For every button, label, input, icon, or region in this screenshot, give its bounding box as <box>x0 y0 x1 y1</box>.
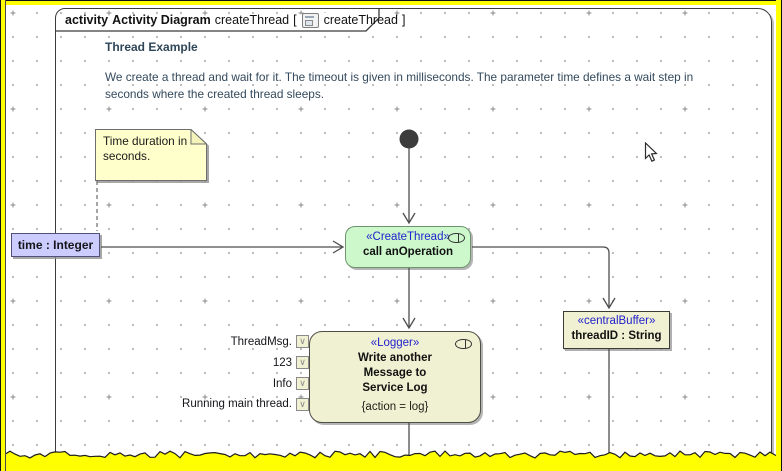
action-stereotype: «CreateThread» <box>366 231 450 243</box>
action-name: Write another Message to Service Log <box>358 352 432 394</box>
frame-keyword: activity <box>65 13 109 27</box>
action-stereotype: «Logger» <box>370 337 420 349</box>
action-create-thread[interactable]: «CreateThread» call anOperation <box>345 226 471 268</box>
note[interactable]: Time duration in seconds. <box>95 129 207 181</box>
selection-border-left <box>0 0 6 471</box>
pin-label: 123 <box>272 357 292 369</box>
pin-label: Info <box>272 378 292 390</box>
buffer-name: threadID : String <box>571 330 662 342</box>
frame-close-bracket: ] <box>401 13 406 27</box>
arrowhead <box>602 297 616 310</box>
frame-header[interactable]: activity Activity Diagram createThread [… <box>56 9 415 31</box>
value-pin[interactable]: ∨ <box>296 356 309 369</box>
frame-header-outline <box>56 9 380 32</box>
note-text: Time duration in seconds. <box>103 134 188 163</box>
value-pin[interactable]: ∨ <box>296 398 309 411</box>
note-shape <box>95 129 207 181</box>
behavior-toggle-icon <box>448 233 465 243</box>
object-flow-threadid <box>472 246 610 307</box>
buffer-stereotype: «centralBuffer» <box>577 315 656 327</box>
frame-open-bracket: [ <box>293 13 297 27</box>
frame-diagram-name: createThread <box>214 13 290 27</box>
arrowhead <box>402 317 416 330</box>
selection-border-top <box>0 0 782 5</box>
description-body[interactable]: We create a thread and wait for it. The … <box>105 70 694 101</box>
frame-context-name: createThread <box>323 13 398 27</box>
action-logger[interactable]: «Logger» Write another Message to Servic… <box>309 331 481 423</box>
pin-label: ThreadMsg. <box>230 336 292 348</box>
frame-diagram-kind: Activity Diagram <box>112 13 211 27</box>
activity-parameter-node[interactable]: time : Integer <box>11 233 100 257</box>
mouse-cursor-icon <box>644 142 658 163</box>
action-constraint: {action = log} <box>361 401 429 413</box>
value-pin[interactable]: ∨ <box>296 335 309 348</box>
arrowhead <box>402 212 416 225</box>
initial-node <box>399 129 419 149</box>
arrowhead <box>332 240 345 254</box>
diagram-thumbnail-icon <box>301 12 319 28</box>
central-buffer-node[interactable]: «centralBuffer» threadID : String <box>563 311 670 349</box>
description-title[interactable]: Thread Example <box>105 40 198 54</box>
action-name: call anOperation <box>362 246 454 258</box>
selection-border-right <box>776 0 782 471</box>
behavior-toggle-icon <box>455 339 472 349</box>
activity-frame[interactable]: activity Activity Diagram createThread [… <box>55 8 772 462</box>
value-pin[interactable]: ∨ <box>296 377 309 390</box>
pin-label: Running main thread. <box>182 398 292 410</box>
